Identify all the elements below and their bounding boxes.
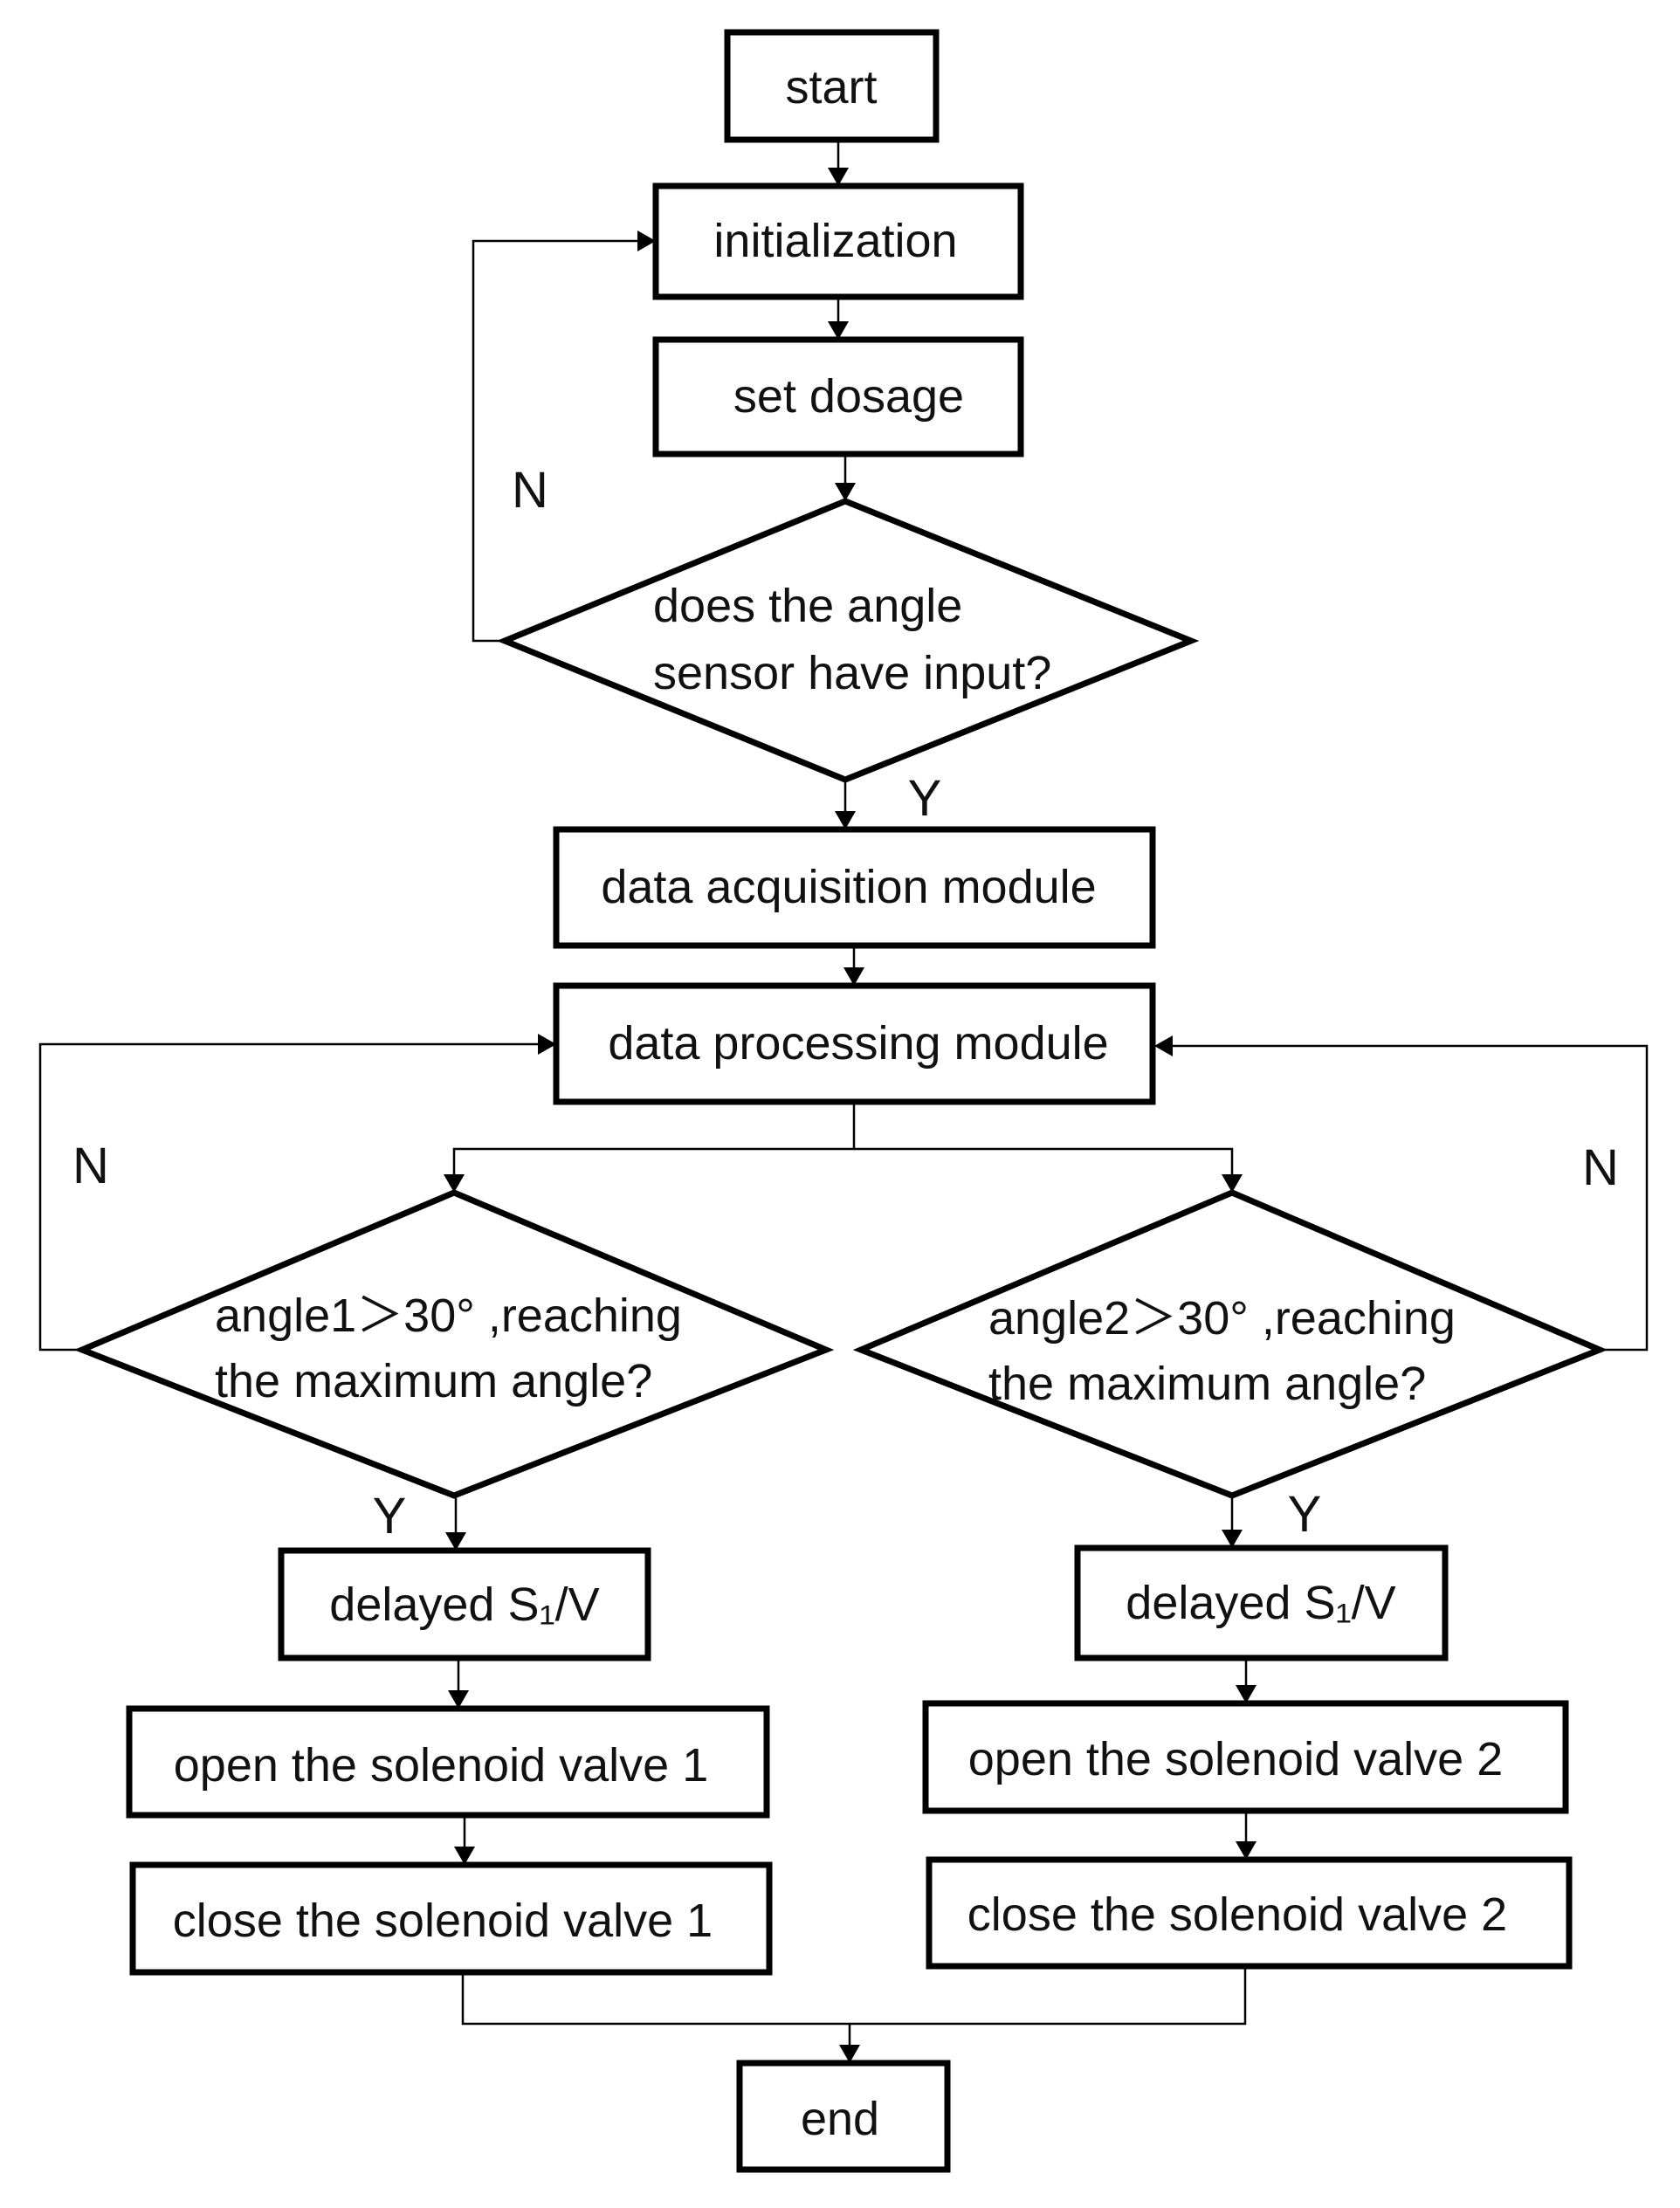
data-processing-label: data processing module [608, 1017, 1108, 1070]
delayed-left-label: delayed S₁/V [329, 1579, 599, 1631]
end-node: end [736, 2060, 951, 2173]
angle2-decision: angle2＞30° ,reaching the maximum angle? [852, 1189, 1608, 1499]
close-valve-2-label: close the solenoid valve 2 [967, 1888, 1507, 1941]
angle1-decision-line-1: angle1＞30° ,reaching [215, 1290, 682, 1342]
sensor-decision-line-1: does the angle [653, 580, 962, 632]
initialization-node: initialization [652, 182, 1024, 300]
start-label: start [785, 61, 877, 113]
start-node: start [724, 29, 940, 143]
sensor-input-decision: does the angle sensor have input? [496, 498, 1200, 783]
close-valve-1-label: close the solenoid valve 1 [173, 1895, 713, 1947]
delayed-right-label: delayed S₁/V [1126, 1577, 1395, 1629]
data-acquisition-node: data acquisition module [553, 826, 1156, 949]
angle1-decision-line-2: the maximum angle? [215, 1355, 652, 1407]
open-valve-2-node: open the solenoid valve 2 [922, 1700, 1569, 1814]
open-valve-2-label: open the solenoid valve 2 [968, 1733, 1503, 1785]
open-valve-1-label: open the solenoid valve 1 [174, 1739, 708, 1792]
delayed-right-node: delayed S₁/V [1074, 1544, 1449, 1661]
angle2-decision-line-2: the maximum angle? [988, 1358, 1426, 1410]
data-processing-node: data processing module [553, 982, 1156, 1105]
angle1-decision: angle1＞30° ,reaching the maximum angle? [73, 1189, 835, 1499]
end-label: end [801, 2093, 879, 2145]
set-dosage-label: set dosage [733, 370, 964, 423]
sensor-no-label: N [512, 462, 548, 519]
initialization-label: initialization [713, 215, 957, 267]
sensor-yes-label: Y [908, 770, 942, 827]
angle2-decision-line-1: angle2＞30° ,reaching [988, 1292, 1456, 1345]
connectors [38, 140, 1649, 2063]
close-valve-2-node: close the solenoid valve 2 [926, 1856, 1573, 1970]
data-acquisition-label: data acquisition module [601, 861, 1096, 913]
angle1-no-label: N [72, 1138, 109, 1194]
sensor-decision-line-2: sensor have input? [653, 647, 1051, 699]
open-valve-1-node: open the solenoid valve 1 [126, 1705, 770, 1819]
angle2-yes-label: Y [1288, 1486, 1322, 1543]
set-dosage-node: set dosage [652, 336, 1024, 457]
angle2-no-label: N [1582, 1139, 1619, 1196]
delayed-left-node: delayed S₁/V [278, 1547, 651, 1661]
angle1-yes-label: Y [373, 1488, 407, 1544]
close-valve-1-node: close the solenoid valve 1 [129, 1861, 773, 1976]
